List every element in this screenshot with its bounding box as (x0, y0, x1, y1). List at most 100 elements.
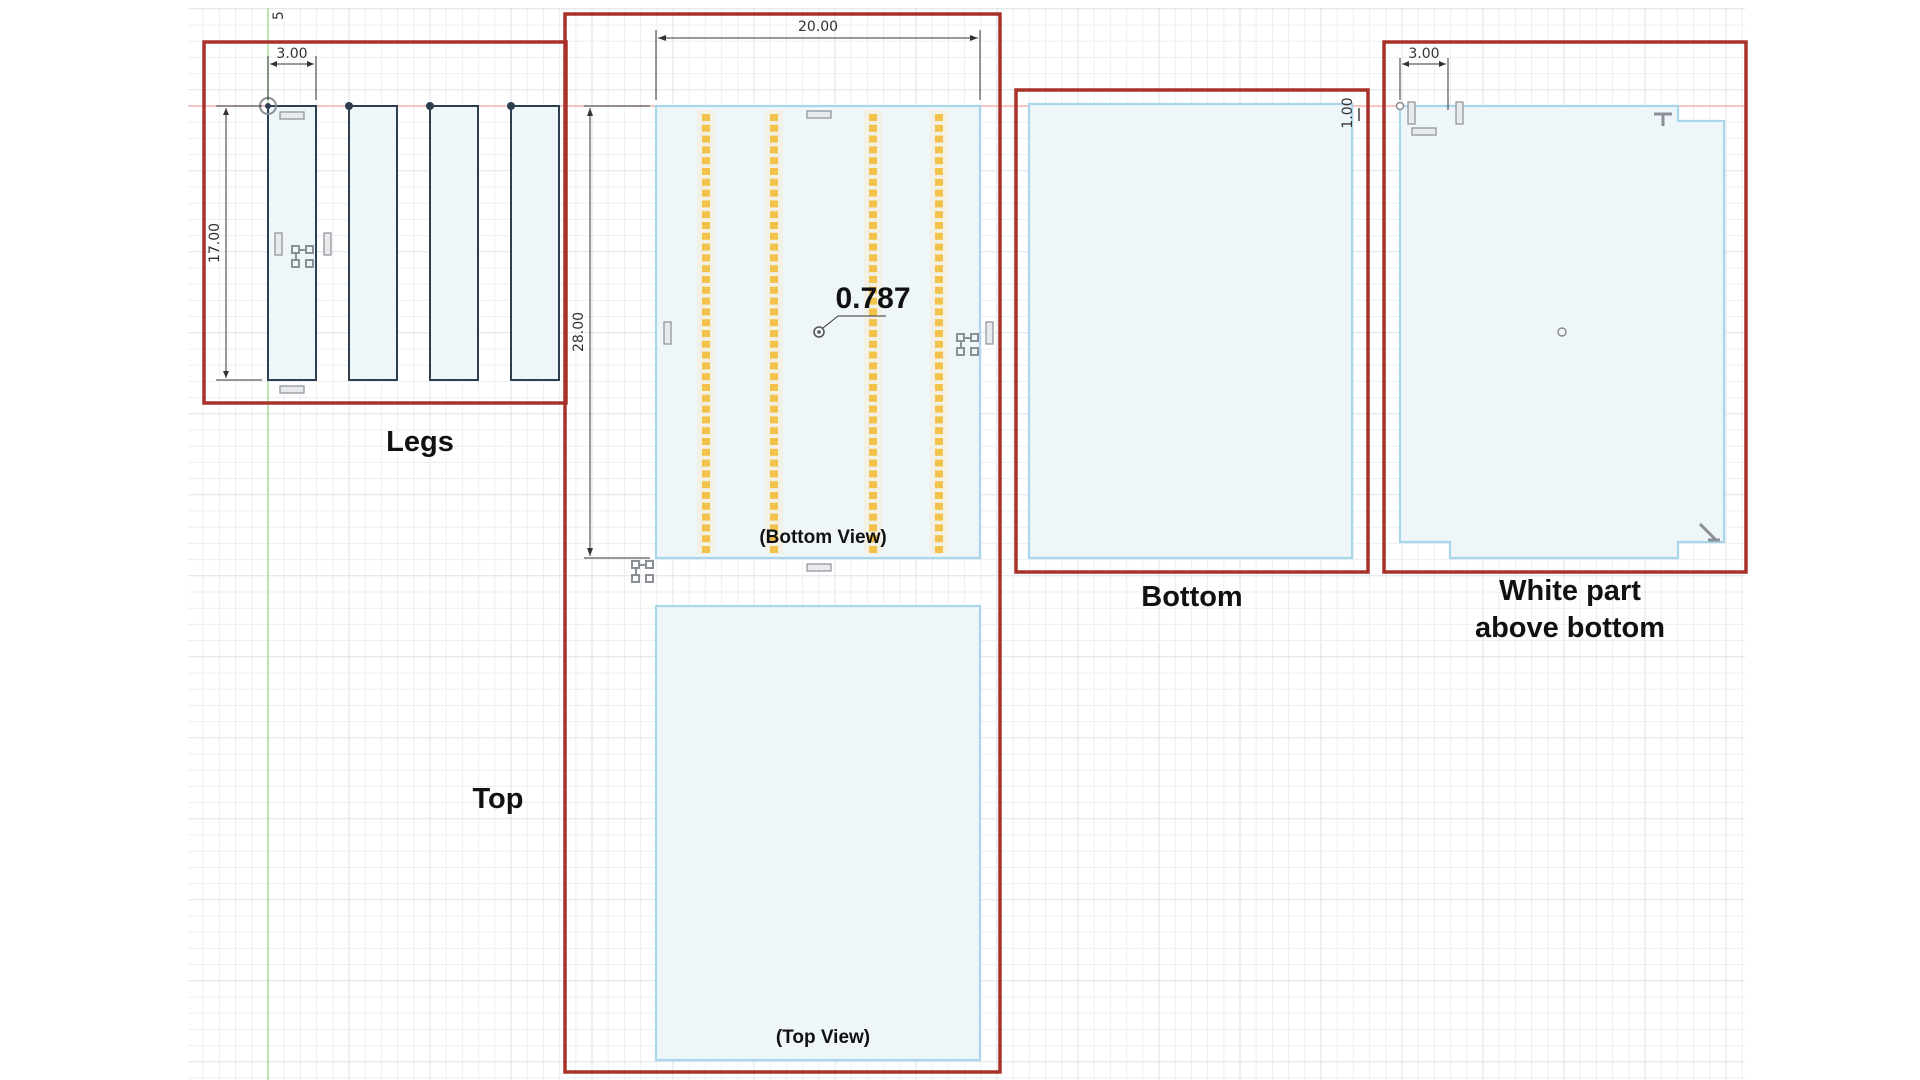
top-top-view-outline[interactable] (654, 604, 982, 1062)
bottom-outline[interactable] (1027, 102, 1354, 560)
leg-3[interactable] (429, 105, 479, 381)
led-chip (702, 351, 710, 359)
led-chip (869, 416, 877, 424)
led-chip (702, 524, 710, 532)
led-chip (935, 265, 943, 273)
legs-label: Legs (386, 426, 454, 458)
led-chip (869, 308, 877, 316)
led-chip (935, 416, 943, 424)
vertical-constraint-icon[interactable] (1455, 101, 1464, 125)
vertical-constraint-icon[interactable] (274, 232, 283, 256)
led-chip (702, 189, 710, 197)
top-height-dimension[interactable]: 28.00 (571, 312, 587, 352)
led-chip (869, 114, 877, 121)
horizontal-constraint-icon[interactable] (279, 385, 305, 394)
led-chip (770, 254, 778, 262)
led-chip (935, 297, 943, 305)
leg-vertex-point[interactable] (507, 102, 515, 110)
legs-width-dimension[interactable]: 3.00 (276, 46, 307, 62)
leg-vertex-point[interactable] (426, 102, 434, 110)
led-chip (702, 513, 710, 521)
legs-height-dimension[interactable]: 17.00 (207, 223, 223, 263)
led-chip (770, 492, 778, 499)
led-chip (702, 362, 710, 370)
led-chip (770, 308, 778, 316)
led-chip (869, 405, 877, 413)
perpendicular-constraint-icon[interactable] (1698, 522, 1720, 542)
leg-vertex-point[interactable] (345, 102, 353, 110)
horizontal-constraint-icon[interactable] (1411, 127, 1437, 136)
led-chip (935, 405, 943, 413)
center-point-icon[interactable] (1557, 327, 1567, 337)
led-chip (702, 384, 710, 391)
led-chip (935, 524, 943, 532)
led-chip (935, 254, 943, 262)
led-chip (935, 168, 943, 175)
center-point-icon[interactable] (813, 326, 825, 338)
led-chip (702, 546, 710, 553)
coincident-constraint-icon[interactable] (956, 333, 979, 356)
led-chip (702, 438, 710, 445)
led-chip (702, 492, 710, 499)
vertical-constraint-icon[interactable] (663, 321, 672, 345)
led-chip (869, 319, 877, 327)
led-strips (697, 110, 948, 554)
led-chip (869, 297, 877, 305)
led-chip (770, 502, 778, 510)
led-chip (770, 373, 778, 381)
white-part-outline[interactable] (1398, 104, 1726, 560)
led-chip (935, 492, 943, 499)
led-chip (770, 232, 778, 240)
coincident-constraint-icon[interactable] (291, 245, 314, 268)
led-chip (702, 297, 710, 305)
led-chip (869, 146, 877, 154)
sketch-point[interactable] (1395, 101, 1405, 111)
led-chip (869, 546, 877, 553)
led-chip (869, 178, 877, 186)
perpendicular-constraint-icon[interactable] (1654, 112, 1672, 126)
led-chip (702, 168, 710, 175)
led-chip (770, 524, 778, 532)
coincident-constraint-icon[interactable] (631, 560, 654, 583)
horizontal-constraint-icon[interactable] (279, 111, 305, 120)
led-chip (770, 135, 778, 143)
led-chip (935, 178, 943, 186)
led-chip (869, 438, 877, 445)
led-chip (935, 146, 943, 154)
led-chip (869, 211, 877, 219)
led-chip (869, 427, 877, 435)
led-chip (770, 168, 778, 175)
led-chip (770, 146, 778, 154)
vertical-constraint-icon[interactable] (985, 321, 994, 345)
led-chip (702, 481, 710, 489)
leg-2[interactable] (348, 105, 398, 381)
horizontal-constraint-icon[interactable] (806, 110, 832, 119)
horizontal-constraint-icon[interactable] (806, 563, 832, 572)
bottom-view-caption: (Bottom View) (759, 527, 886, 548)
led-chip (770, 384, 778, 391)
led-chip (702, 243, 710, 251)
led-chip (869, 243, 877, 251)
led-chip (869, 481, 877, 489)
led-chip (935, 502, 943, 510)
vertical-constraint-icon[interactable] (323, 232, 332, 256)
led-chip (935, 330, 943, 337)
white-width-dimension[interactable]: 3.00 (1408, 46, 1439, 62)
led-chip (770, 286, 778, 294)
led-chip (869, 470, 877, 478)
white-offset-dimension[interactable]: 1.00 (1340, 97, 1356, 128)
center-dimension-value[interactable]: 0.787 (835, 282, 910, 315)
led-chip (869, 135, 877, 143)
led-chip (770, 189, 778, 197)
top-view-caption: (Top View) (776, 1027, 870, 1048)
vertical-constraint-icon[interactable] (1407, 101, 1416, 125)
led-chip (770, 340, 778, 348)
leg-4[interactable] (510, 105, 560, 381)
top-width-dimension[interactable]: 20.00 (798, 19, 838, 35)
top-highlight-box (563, 12, 1002, 1074)
led-chip (702, 330, 710, 337)
led-chip (770, 448, 778, 456)
led-chip (935, 362, 943, 370)
led-chip (702, 405, 710, 413)
